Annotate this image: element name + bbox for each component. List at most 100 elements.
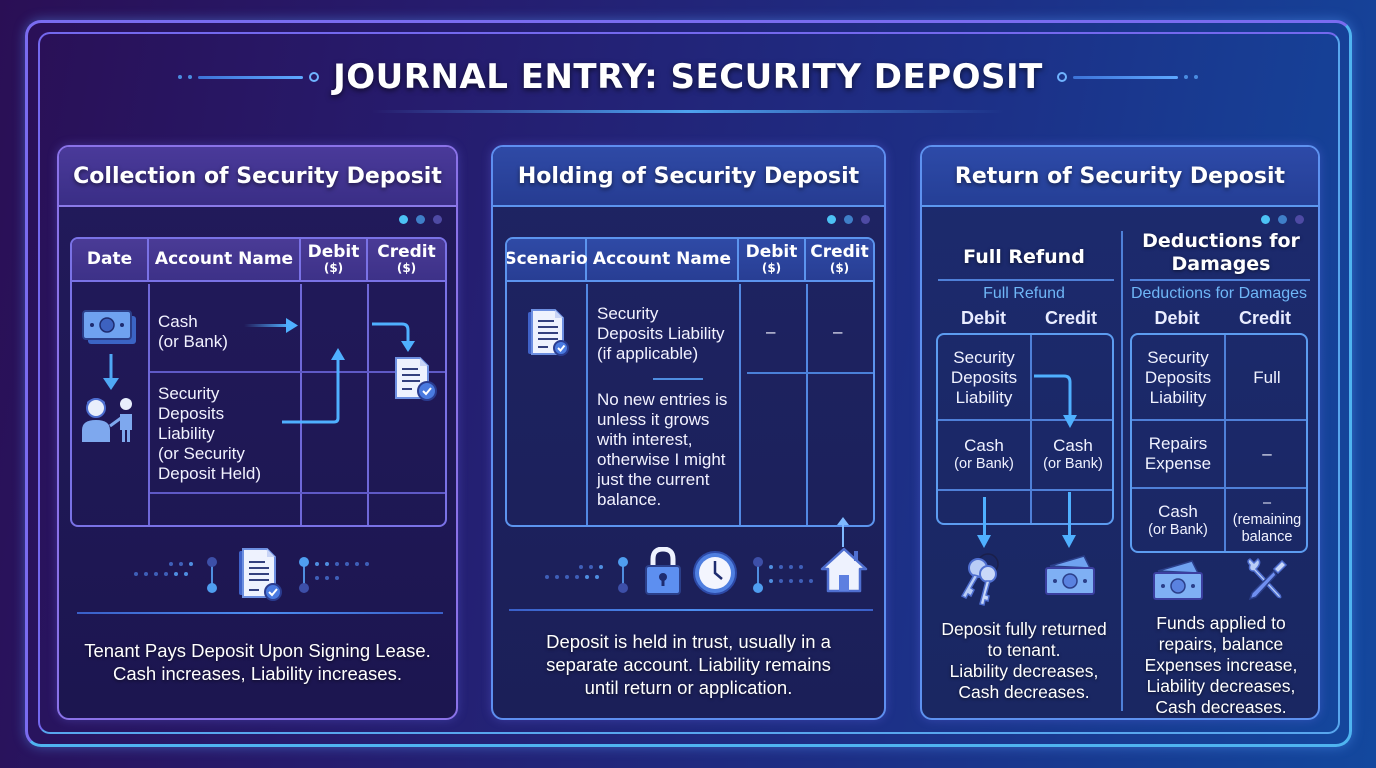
full-refund-debit-label: Debit [961,308,1006,328]
title-bar: JOURNAL ENTRY: SECURITY DEPOSIT [0,52,1376,102]
arrow-down-icon [103,354,119,390]
full-refund-credit-cash: Cash (or Bank) [1043,435,1103,472]
credit-value: – [833,322,843,341]
deductions-summary: Funds applied to repairs, balance Expens… [1144,613,1298,717]
deductions-credit-label: Credit [1238,308,1291,328]
divider [509,609,873,611]
tools-icon [1247,557,1288,601]
keys-icon [960,553,999,606]
column-header-debit: Debit($) [739,239,806,280]
deco-dots-left [134,572,188,576]
table-header: Scenario Account Name Debit($) Credit($) [507,239,873,282]
page-title: JOURNAL ENTRY: SECURITY DEPOSIT [333,57,1043,97]
deco-dots-right-lower [315,576,339,580]
connector-pin [207,557,217,593]
house-icon [820,547,868,593]
deco-dots-left-upper [579,565,603,569]
pagination-dots [827,215,870,224]
panel-heading: Holding of Security Deposit [493,147,884,207]
full-refund-debit-cash: Cash (or Bank) [954,435,1014,472]
arrow-head [286,318,298,333]
pagination-dots [399,215,442,224]
tenant-landlord-icon [82,398,132,442]
deco-dots-right [315,562,369,566]
pagination-dots [1261,215,1304,224]
connector-pin [618,557,628,593]
panel-return: Return of Security Deposit Full Refund F… [920,145,1320,720]
deductions-credit-full: Full [1253,368,1281,387]
cash-icon [1045,555,1095,595]
arrow-to-cash [1068,492,1071,537]
deductions-table: Security Deposits Liability Full Repairs… [1130,333,1308,553]
column-header-account: Account Name [587,239,739,280]
cash-icon [1153,560,1203,600]
title-deco-right [1056,72,1198,82]
panel-holding: Holding of Security Deposit Scenario Acc… [491,145,886,720]
full-refund-heading: Full Refund [963,246,1085,268]
divider [1130,279,1310,281]
journal-table: Date Account Name Debit($) Credit($) [70,237,447,527]
panel-summary: Deposit is held in trust, usually in a s… [546,631,831,698]
full-refund-credit-label: Credit [1044,308,1097,328]
deco-dots-right-lower [769,579,813,583]
journal-table: Scenario Account Name Debit($) Credit($)… [505,237,875,527]
full-refund-debit-liability: Security Deposits Liability [950,348,1018,407]
column-divider [1121,231,1123,711]
full-refund-summary: Deposit fully returned to tenant. Liabil… [941,619,1107,702]
column-header-debit: Debit($) [301,239,368,280]
flow-arrows [244,318,415,424]
column-header-credit: Credit($) [377,242,436,276]
title-underline [372,110,1004,113]
arrow-to-keys [983,497,986,537]
divider [938,279,1114,281]
debit-value: – [766,322,776,341]
title-deco-left [178,72,320,82]
divider [77,612,443,614]
deductions-label: Deductions for Damages [1130,285,1308,302]
outer-frame [25,20,1352,747]
note-divider [653,378,703,380]
panel-heading: Return of Security Deposit [922,147,1318,207]
lock-icon [645,547,681,595]
document-check-icon [239,548,282,601]
arrow-liability-to-debit [282,358,340,424]
clock-icon [693,551,737,595]
deductions-credit-repairs: – [1262,444,1272,463]
holding-note: No new entries is unless it grows with i… [597,390,728,509]
document-check-icon [528,309,569,356]
document-check-icon [395,357,437,401]
column-header-credit: Credit($) [810,242,869,276]
connector-pin [753,557,763,593]
panel-collection: Collection of Security Deposit Date Acco… [57,145,458,720]
deductions-debit-cash: Cash (or Bank) [1148,501,1208,538]
cash-icon [82,310,136,344]
refund-flow-arrows [977,374,1077,548]
panel-heading: Collection of Security Deposit [59,147,456,207]
account-cash: Cash (or Bank) [158,312,228,351]
column-header-account: Account Name [149,239,301,280]
deductions-heading: Deductions for Damages [1142,230,1300,275]
full-refund-label: Full Refund [983,285,1065,302]
table-body: Cash (or Bank) Security Deposits Liabili… [72,284,445,525]
deductions-debit-repairs: Repairs Expense [1144,434,1212,473]
deductions-credit-cash: – (remaining balance [1232,494,1302,545]
deco-dots-right [769,565,803,569]
inner-frame [38,32,1340,734]
arrow-up-icon [837,517,849,547]
deco-dots-left [545,575,599,579]
full-refund-table: Security Deposits Liability Cash (or Ban… [936,333,1114,525]
column-header-scenario: Scenario [507,239,588,280]
table-header: Date Account Name Debit($) Credit($) [72,239,445,282]
panel-summary: Tenant Pays Deposit Upon Signing Lease. … [84,640,431,684]
deductions-debit-liability: Security Deposits Liability [1144,348,1212,407]
arrow-liability-to-credit [1034,374,1072,417]
account-security-deposits-liability: Security Deposits Liability (if applicab… [597,304,725,363]
deco-dots-left-upper [169,562,193,566]
table-body: Security Deposits Liability (if applicab… [507,284,873,525]
column-header-date: Date [72,239,149,280]
connector-pin [299,557,309,593]
arrow-credit-to-doc [372,322,410,342]
arrow-cash-to-debit [244,324,289,327]
account-security-deposits-liability: Security Deposits Liability (or Security… [158,384,261,483]
deductions-debit-label: Debit [1154,308,1200,328]
